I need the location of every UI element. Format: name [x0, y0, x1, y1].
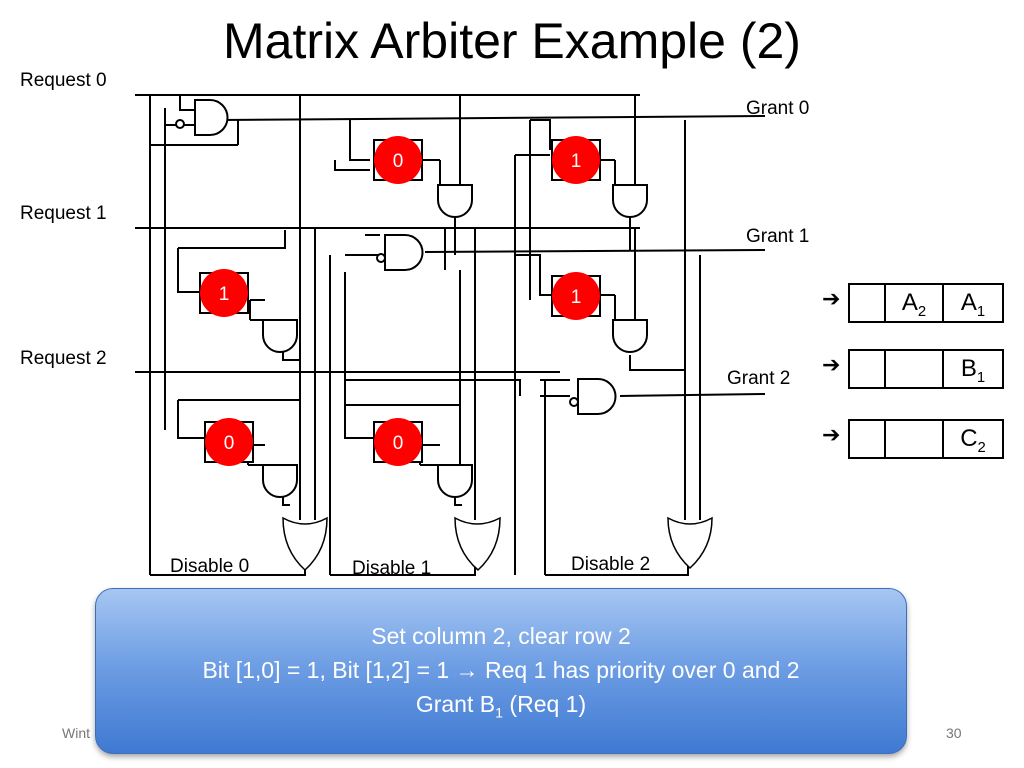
page-number: 30 [946, 725, 962, 741]
queue-a-arrow-icon: ➔ [822, 286, 841, 311]
or-gate-disable-0 [282, 516, 328, 572]
bit-value-r1c2: 1 [571, 287, 582, 308]
bit-value-r1c0: 1 [219, 284, 230, 305]
queue-b-slot-2: B1 [960, 355, 986, 386]
queue-a-register: A2 A1 [848, 283, 1004, 323]
bit-circle-r0c2 [552, 136, 600, 184]
bit-circle-r2c1 [374, 418, 422, 466]
callout-line-2: Bit [1,0] = 1, Bit [1,2] = 1 → Req 1 has… [202, 657, 800, 683]
bit-circle-r1c0 [200, 269, 248, 317]
grant-2-line [619, 393, 766, 397]
grant-and-gate-0 [194, 99, 229, 136]
queue-c-slot-0 [850, 421, 886, 457]
bit-circle-r2c0 [205, 418, 253, 466]
and-gate-r1c0 [262, 319, 298, 353]
grant-and-gate-1 [384, 234, 424, 271]
queue-a-slot-0 [850, 285, 886, 321]
disable-0-label: Disable 0 [170, 556, 250, 577]
grant-2-label: Grant 2 [727, 368, 791, 389]
queue-a-slot-2: A1 [960, 289, 986, 320]
bit-value-r2c1: 0 [393, 433, 404, 454]
or-gate-disable-2 [667, 516, 713, 570]
queue-c-register: C2 [848, 419, 1004, 459]
grant-and-gate-2 [577, 378, 617, 415]
disable-2-label: Disable 2 [571, 554, 651, 575]
bit-value-r0c1: 0 [393, 151, 404, 172]
and-gate-r2c1 [437, 464, 473, 498]
queue-c-slot-2: C2 [960, 425, 986, 456]
queue-b-register: B1 [848, 349, 1004, 389]
grant-0-label: Grant 0 [746, 98, 810, 119]
bit-value-r0c2: 1 [571, 151, 582, 172]
and-gate-r2c0 [262, 464, 298, 498]
footer-left: Wint [62, 725, 90, 741]
queue-b-slot-1 [886, 351, 944, 387]
bit-value-r2c0: 0 [224, 433, 235, 454]
or-gate-disable-1 [454, 516, 501, 572]
request-0-label: Request 0 [20, 70, 107, 91]
slide-title: Matrix Arbiter Example (2) [223, 13, 801, 69]
grant-1-line [424, 249, 766, 253]
callout-box: Set column 2, clear row 2 Bit [1,0] = 1,… [95, 588, 907, 754]
bit-circle-r0c1 [374, 136, 422, 184]
and-gate-r1c2 [612, 319, 648, 353]
queue-a-slot-1: A2 [886, 285, 944, 321]
and-gate-r0c2 [612, 184, 648, 218]
callout-line-1: Set column 2, clear row 2 [371, 623, 631, 649]
grant-1-label: Grant 1 [746, 226, 810, 247]
disable-1-label: Disable 1 [352, 558, 432, 579]
queue-c-slot-1 [886, 421, 944, 457]
queue-c-arrow-icon: ➔ [822, 422, 841, 447]
queue-b-arrow-icon: ➔ [822, 352, 841, 377]
callout-line-3: Grant B1 (Req 1) [415, 691, 587, 722]
queue-b-slot-0 [850, 351, 886, 387]
grant-0-line [221, 115, 766, 121]
and-gate-r0c1 [437, 184, 473, 218]
request-2-label: Request 2 [20, 348, 107, 369]
request-1-label: Request 1 [20, 203, 107, 224]
bit-circle-r1c2 [552, 272, 600, 320]
